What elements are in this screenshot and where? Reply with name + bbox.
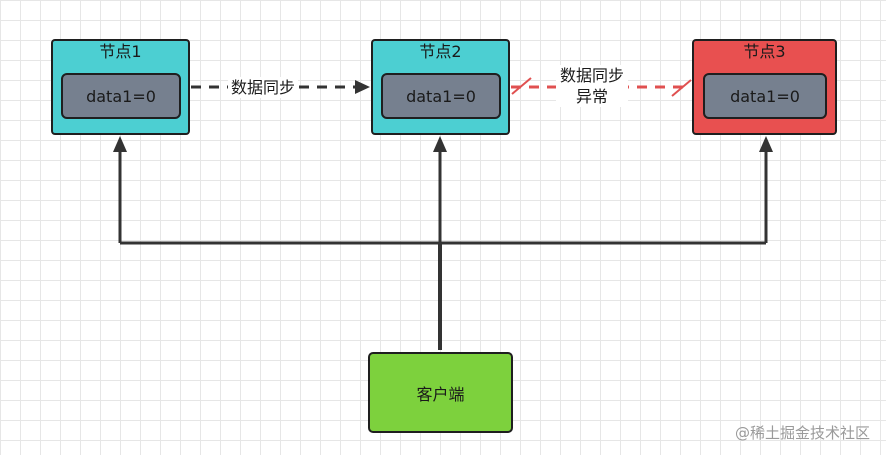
node-2[interactable]: 节点2 data1=0 bbox=[371, 39, 510, 135]
sync-fail-break-right bbox=[671, 79, 692, 97]
node-3-title: 节点3 bbox=[743, 42, 786, 61]
node-3-data: data1=0 bbox=[703, 73, 827, 119]
arrowhead-node3 bbox=[759, 136, 773, 152]
node-2-title: 节点2 bbox=[419, 42, 462, 61]
node-1-title: 节点1 bbox=[99, 42, 142, 61]
client-label: 客户端 bbox=[416, 384, 465, 404]
sync-label: 数据同步 bbox=[228, 77, 299, 98]
sync-fail-label: 数据同步异常 bbox=[556, 65, 628, 107]
watermark: @稀土掘金技术社区 bbox=[734, 424, 870, 442]
client-node[interactable]: 客户端 bbox=[368, 352, 513, 433]
node-3[interactable]: 节点3 data1=0 bbox=[692, 39, 837, 135]
arrowhead-node2 bbox=[433, 136, 447, 152]
node-1-data: data1=0 bbox=[61, 73, 181, 119]
sync-arrowhead bbox=[355, 80, 370, 94]
node-2-data: data1=0 bbox=[381, 73, 501, 119]
sync-fail-break-left bbox=[511, 77, 532, 95]
node-1[interactable]: 节点1 data1=0 bbox=[51, 39, 190, 135]
arrowhead-node1 bbox=[113, 136, 127, 152]
